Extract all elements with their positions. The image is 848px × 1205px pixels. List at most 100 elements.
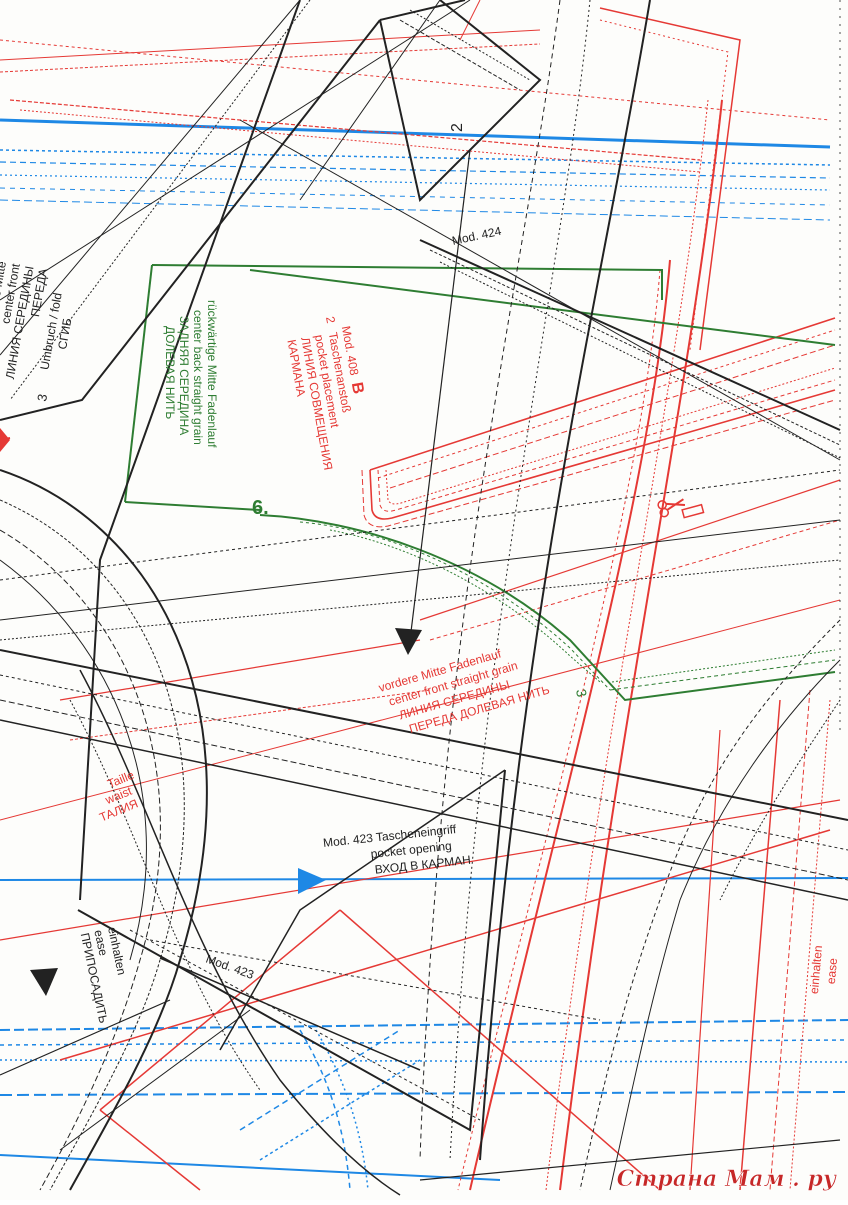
red-line xyxy=(0,29,541,61)
grain-line xyxy=(409,149,471,641)
hip-curve xyxy=(0,529,161,1191)
waistband-line xyxy=(0,674,848,851)
right-seam xyxy=(609,659,841,1191)
ease-label: einhalten ease ПРИПОСАДИТЬ xyxy=(78,926,129,1025)
red-line xyxy=(9,99,701,161)
red-pocket-piece xyxy=(361,317,836,528)
fold-number: 3 xyxy=(34,393,50,403)
crossing-line xyxy=(0,999,171,1076)
front-panel-edge xyxy=(457,269,661,1191)
waistband-line xyxy=(0,519,841,621)
blue-line xyxy=(259,1059,421,1161)
red-line xyxy=(19,109,701,173)
red-diagonal xyxy=(419,479,841,621)
top-piece-seam xyxy=(409,9,531,81)
green-piece-number: 6. xyxy=(252,497,269,519)
red-line xyxy=(0,39,831,121)
text-line: rückwärtige Mitte Fadenlauf xyxy=(205,300,219,448)
red-piece-corner xyxy=(599,7,741,351)
pocket-rect xyxy=(129,929,481,1121)
pocket-placement-label: Mod. 408 B 2 Taschenanstoß pocket placem… xyxy=(284,315,366,471)
fold-piece-outline xyxy=(0,0,301,356)
blue-line xyxy=(0,174,831,191)
red-diagonal xyxy=(59,639,421,701)
pocket-rect xyxy=(77,769,506,1132)
pocket-outline xyxy=(361,399,836,528)
red-diagonal xyxy=(69,689,431,741)
text-line: ЗАДНЯЯ СЕРЕДИНА xyxy=(177,316,191,435)
back-grain-label: rückwärtige Mitte Fadenlauf center back … xyxy=(163,300,219,448)
blue-line xyxy=(0,161,831,179)
right-seam xyxy=(579,619,841,1191)
scissors-icon xyxy=(657,498,705,519)
fold-piece-outline xyxy=(9,0,311,401)
back-panel-edge xyxy=(419,0,561,1161)
back-panel-edge xyxy=(239,119,841,461)
green-curve xyxy=(611,649,836,683)
green-small-number: 3 xyxy=(573,688,590,699)
text-line: einhalten xyxy=(807,945,825,995)
red-vertical xyxy=(769,689,811,1191)
waistband-line xyxy=(0,559,841,641)
back-panel-edge xyxy=(449,0,591,1161)
diag-line xyxy=(419,1139,841,1181)
top-piece xyxy=(379,0,542,202)
text-line: ease xyxy=(824,957,840,984)
back-panel-edge xyxy=(79,0,301,901)
blue-line xyxy=(0,1091,848,1096)
diag-line xyxy=(59,1009,251,1151)
red-top-lines xyxy=(0,0,831,351)
placement-triangle-icon xyxy=(30,968,58,996)
green-outline xyxy=(151,264,663,300)
placement-triangle-icon xyxy=(0,428,10,452)
watermark: Страна Мам . ру xyxy=(617,1166,838,1192)
fold-piece-outline xyxy=(0,19,381,421)
back-panel-edge xyxy=(439,261,841,459)
pocket-top-line xyxy=(389,344,836,489)
placement-triangle-icon xyxy=(0,428,326,996)
pocket-outline xyxy=(369,389,836,520)
mod-423-label: Mod. 423 xyxy=(204,952,256,982)
red-line xyxy=(0,43,541,73)
blue-line xyxy=(0,1019,848,1031)
top-piece-seam xyxy=(399,19,521,91)
blue-line xyxy=(0,877,848,881)
placement-number: 2 xyxy=(323,315,338,324)
blue-line xyxy=(0,1039,848,1046)
red-vertical xyxy=(789,699,831,1191)
red-vertical xyxy=(739,699,781,1191)
red-line xyxy=(459,0,481,41)
crossing-line xyxy=(159,957,421,1071)
blue-curve xyxy=(315,1029,369,1191)
text-line: center back straight grain xyxy=(191,310,205,445)
hip-curve xyxy=(0,559,147,961)
back-panel-edge xyxy=(429,249,841,446)
placement-triangle-icon xyxy=(298,868,326,894)
waistband-line xyxy=(0,699,848,881)
hip-curve xyxy=(79,669,401,1196)
red-ease-label: einhalten ease xyxy=(807,945,840,995)
green-back-piece xyxy=(124,264,836,702)
hip-curve xyxy=(0,469,208,1191)
grain-arrow-icon xyxy=(395,628,422,655)
hip-curve xyxy=(0,499,185,1191)
blue-curve xyxy=(299,1029,351,1191)
red-piece-corner xyxy=(599,19,729,351)
pocket-top-line xyxy=(377,329,836,479)
green-curve xyxy=(259,514,836,702)
top-number: 2 xyxy=(449,123,466,132)
blue-line xyxy=(0,1154,501,1181)
waistband-line xyxy=(0,719,848,901)
blue-line xyxy=(0,118,831,149)
back-panel-edge xyxy=(479,0,651,1161)
front-panel-edge xyxy=(545,99,709,1191)
blue-line xyxy=(0,199,831,221)
red-front-panel xyxy=(0,99,841,1191)
pocket-top-line xyxy=(369,317,836,471)
text-line: ДОЛЕВАЯ НИТЬ xyxy=(163,326,177,419)
blue-line xyxy=(0,187,831,206)
red-diagonal xyxy=(0,599,841,821)
